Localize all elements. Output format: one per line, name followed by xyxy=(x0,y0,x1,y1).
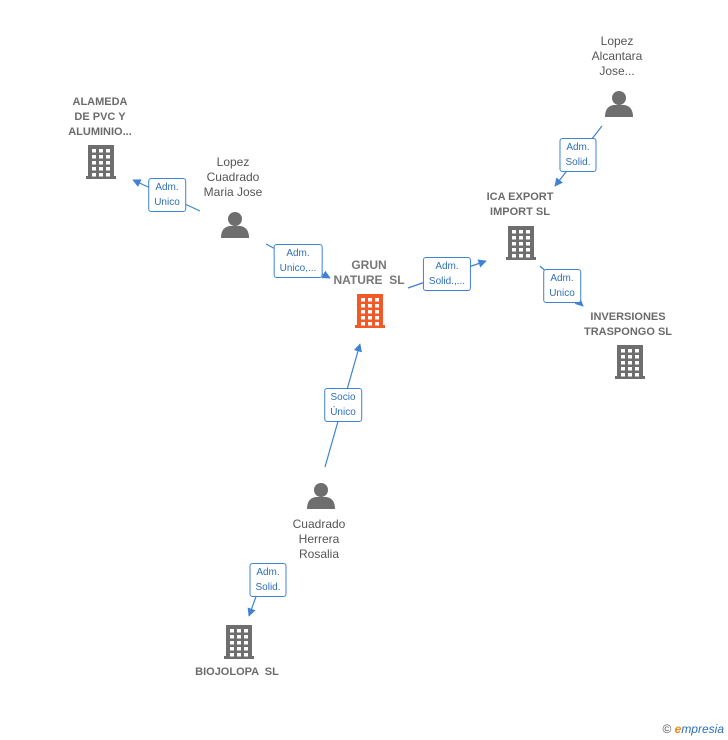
node-label-line: ALAMEDA xyxy=(72,96,128,108)
footer-brand: © empresia xyxy=(662,722,724,736)
node-label-alameda[interactable]: ALAMEDA DE PVC Y ALUMINIO... xyxy=(68,95,132,140)
node-label-line: Lopez xyxy=(600,34,634,48)
edge-label[interactable]: Adm. Solid. xyxy=(559,138,597,172)
node-label-line: Cuadrado xyxy=(206,170,260,184)
edge-label-line: Unico xyxy=(154,197,180,208)
node-label-line: INVERSIONES xyxy=(590,311,666,323)
edge-label[interactable]: Adm. Solid.,... xyxy=(422,257,472,291)
node-label-biojolopa[interactable]: BIOJOLOPA SL xyxy=(195,665,279,680)
node-label-line: Alcantara xyxy=(591,49,643,63)
node-label-line: DE PVC Y xyxy=(74,111,126,123)
node-label-line: Lopez xyxy=(216,155,250,169)
building-icon[interactable] xyxy=(355,294,385,328)
node-label-line: NATURE SL xyxy=(333,273,405,287)
edge-label-line: Adm. xyxy=(155,182,179,193)
building-icon[interactable] xyxy=(615,345,645,379)
node-label-line: GRUN xyxy=(351,258,387,272)
node-label-ica[interactable]: ICA EXPORT IMPORT SL xyxy=(487,190,554,220)
edge-label[interactable]: Adm. Unico xyxy=(148,178,186,212)
node-label-line: Cuadrado xyxy=(292,517,346,531)
node-label-line: BIOJOLOPA SL xyxy=(195,666,279,678)
edge-label[interactable]: Adm. Solid. xyxy=(249,563,287,597)
node-label-line: Herrera xyxy=(298,532,340,546)
edge-label-line: Solid.,... xyxy=(428,276,466,287)
edge-label-line: Único xyxy=(330,407,356,418)
node-label-line: Jose... xyxy=(599,64,635,78)
edge-label[interactable]: Adm. Unico,... xyxy=(273,244,323,278)
node-label-line: IMPORT SL xyxy=(490,206,550,218)
edge-label-line: Adm. xyxy=(286,248,310,259)
edge-label-line: Adm. xyxy=(550,273,574,284)
building-icon[interactable] xyxy=(506,226,536,260)
brand-name: mpresia xyxy=(681,722,724,736)
node-label-line: ALUMINIO... xyxy=(68,126,132,138)
building-icon[interactable] xyxy=(86,145,116,179)
edge-label-line: Adm. xyxy=(566,142,590,153)
copyright-symbol: © xyxy=(662,722,672,736)
node-label-line: Maria Jose xyxy=(203,185,263,199)
person-icon[interactable] xyxy=(605,91,633,117)
edge-label-line: Adm. xyxy=(435,261,459,272)
edge-label-line: Solid. xyxy=(565,157,591,168)
person-icon[interactable] xyxy=(307,483,335,509)
person-icon[interactable] xyxy=(221,212,249,238)
node-label-line: ICA EXPORT xyxy=(486,191,554,203)
brand-initial: e xyxy=(674,722,682,736)
edge-label-line: Unico xyxy=(549,288,575,299)
building-icon[interactable] xyxy=(224,625,254,659)
edge-label-line: Solid. xyxy=(255,582,281,593)
edge-label-line: Socio xyxy=(330,392,356,403)
edge-label-line: Unico,... xyxy=(279,263,317,274)
node-label-line: TRASPONGO SL xyxy=(583,326,673,338)
edge-label[interactable]: Adm. Unico xyxy=(543,269,581,303)
node-label-inversiones[interactable]: INVERSIONES TRASPONGO SL xyxy=(584,310,672,340)
node-label-line: Rosalia xyxy=(298,547,340,561)
edge-label-line: Adm. xyxy=(256,567,280,578)
